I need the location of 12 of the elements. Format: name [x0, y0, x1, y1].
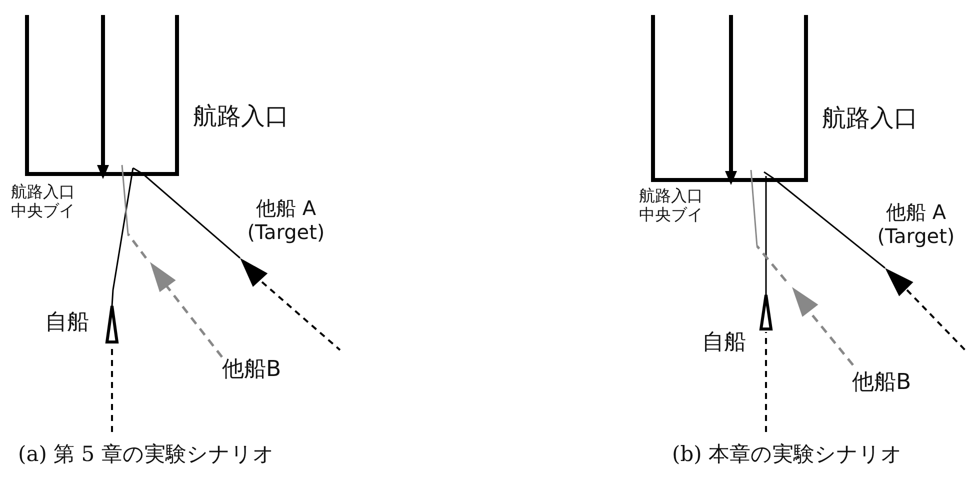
ship-label: 自船 — [702, 330, 746, 356]
channel-entrance-label: 航路入口 — [822, 104, 918, 133]
buoy-label: 航路入口中央ブイ — [638, 186, 704, 224]
ship-label: 他船 A (Target) — [246, 196, 326, 244]
buoy-label: 航路入口中央ブイ — [10, 182, 76, 220]
ship-label: 他船B — [222, 357, 282, 384]
ship-label: 自船 — [45, 310, 89, 336]
ship-label: 他船B — [852, 370, 912, 396]
figure-caption: (a) 第 5 章の実験シナリオ — [18, 441, 274, 468]
ship-label: 他船 A (Target) — [876, 200, 956, 248]
figure-caption: (b) 本章の実験シナリオ — [672, 441, 903, 468]
channel-entrance-label: 航路入口 — [193, 102, 289, 131]
